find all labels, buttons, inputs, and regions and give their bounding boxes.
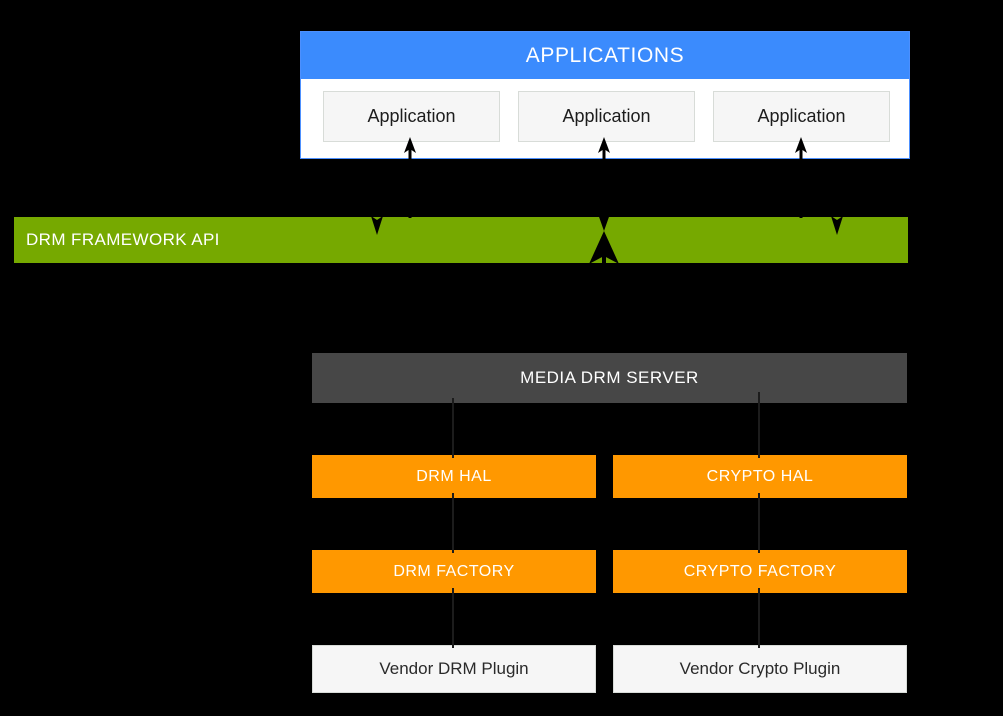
- application-box-1[interactable]: Application: [323, 91, 500, 142]
- vendor-drm-plugin-box[interactable]: Vendor DRM Plugin: [312, 645, 596, 693]
- crypto-factory-box[interactable]: CRYPTO FACTORY: [613, 550, 907, 593]
- applications-group: APPLICATIONS Application Application App…: [300, 31, 910, 159]
- media-drm-server-bar[interactable]: MEDIA DRM SERVER: [312, 353, 907, 403]
- application-box-3[interactable]: Application: [713, 91, 890, 142]
- applications-header: APPLICATIONS: [301, 32, 909, 79]
- drm-framework-api-bar[interactable]: DRM FRAMEWORK API: [14, 217, 908, 263]
- vendor-crypto-plugin-box[interactable]: Vendor Crypto Plugin: [613, 645, 907, 693]
- crypto-hal-box[interactable]: CRYPTO HAL: [613, 455, 907, 498]
- drm-factory-box[interactable]: DRM FACTORY: [312, 550, 596, 593]
- application-box-2[interactable]: Application: [518, 91, 695, 142]
- drm-hal-box[interactable]: DRM HAL: [312, 455, 596, 498]
